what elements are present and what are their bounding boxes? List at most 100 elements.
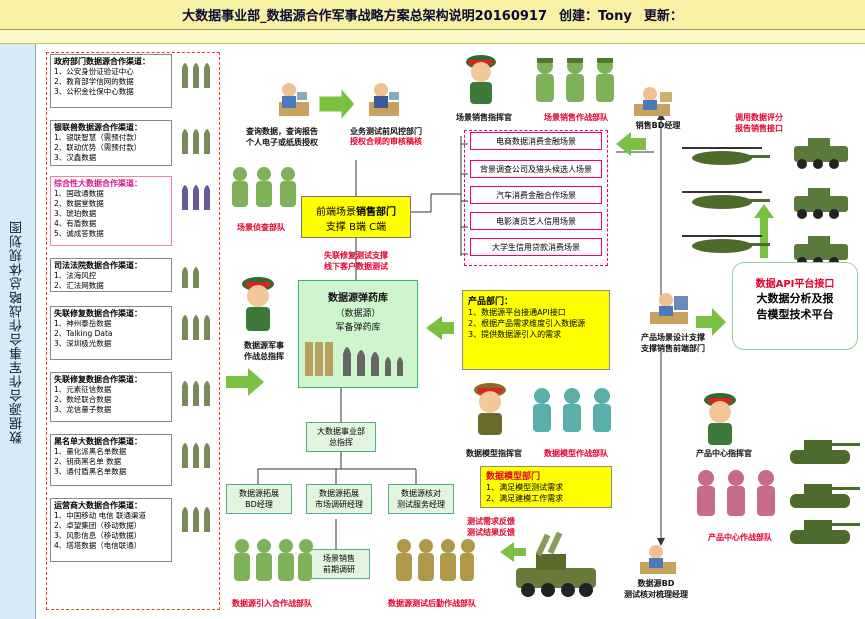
ammo-depot-box: 数据源弹药库 （数据源） 军备弹药库 xyxy=(298,280,418,388)
channel-item: 3、龙信量子数据 xyxy=(54,405,112,414)
model-dept-box: 数据模型部门 1、满足模型测试需求 2、满足建模工作需求 xyxy=(480,466,612,508)
channel-item: 1、神州泰岳数据 xyxy=(54,319,112,328)
expand-market-box: 数据源拓展 市场调研经理 xyxy=(306,484,372,514)
model-dept-title: 数据模型部门 xyxy=(486,472,541,482)
test-feedback-label: 测试需求反馈 测试结果反馈 xyxy=(467,517,515,537)
test-team-icon xyxy=(396,539,475,581)
missile-icon xyxy=(182,443,210,468)
missile-icon xyxy=(182,507,210,532)
scenario-box: 汽车消费金融合作场景 xyxy=(470,186,602,204)
product-center-team-label: 产品中心作战部队 xyxy=(708,533,772,542)
product-center-team-icon xyxy=(697,470,775,516)
product-support-icon xyxy=(650,293,688,324)
channel-item: 3、深圳极光数据 xyxy=(54,339,112,348)
channel-item: 2、Talking Data xyxy=(54,329,113,338)
updated-label: 更新： xyxy=(643,9,683,24)
expand-bd-box: 数据源拓展 BD经理 xyxy=(226,484,292,514)
channel-item: 1、中国移动 电信 联通渠道 xyxy=(54,511,147,520)
header-bar: 大数据事业部_数据源合作军事战略方案总架构说明20160917 创建：Tony … xyxy=(0,0,865,30)
intro-team-icon xyxy=(234,539,313,581)
channel-item: 4、有盾数据 xyxy=(54,219,97,228)
scenario-box: 背景调查公司及猎头候选人场景 xyxy=(470,160,602,178)
call-data-label: 调用数据评分 报告销售接口 xyxy=(735,113,783,133)
channel-item: 2、教育部学信网的数据 xyxy=(54,77,134,86)
missile-launcher-icon xyxy=(516,531,596,597)
scout-team-label: 场景侦查部队 xyxy=(237,223,285,232)
scene-research-box: 场景销售 前期调研 xyxy=(308,549,370,579)
channel-item: 2、数据堂数据 xyxy=(54,199,104,208)
bigdata-hq-box: 大数据事业部 总指挥 xyxy=(306,422,376,452)
main-canvas: 查询数据，查询报告 个人电子或纸质授权 业务测试前风控部门 授权合规的审核稿核 … xyxy=(36,44,865,619)
data-commander-label: 数据源军事 作战总指挥 xyxy=(244,341,284,361)
sales-dept-strong: 销售部门 xyxy=(356,207,396,218)
intro-team-label: 数据源引入合作战部队 xyxy=(232,599,312,608)
model-team-icon xyxy=(533,388,611,432)
missile-icon xyxy=(182,185,210,210)
channel-item: 2、汇法网数据 xyxy=(54,281,104,290)
channel-item: 1、元素征信数据 xyxy=(54,385,112,394)
api-platform-title: 数据API平台接口 xyxy=(755,279,835,290)
channel-item: 3、公积金社保中心数据 xyxy=(54,87,134,96)
query-label: 查询数据，查询报告 个人电子或纸质授权 xyxy=(246,127,318,147)
ammunition-icon xyxy=(305,342,403,376)
channel-item: 1、法海风控 xyxy=(54,271,97,280)
missile-icon xyxy=(182,267,199,288)
bd-verify-manager-icon xyxy=(640,545,676,574)
arrow-right-icon xyxy=(226,368,264,396)
page-title: 大数据事业部_数据源合作军事战略方案总架构说明20160917 xyxy=(182,9,548,24)
sales-commander-icon xyxy=(466,55,496,104)
armored-vehicle-icon xyxy=(794,188,848,219)
channel-item: 1、量化派黑名单数据 xyxy=(54,447,127,456)
tank-icon xyxy=(790,520,860,544)
channel-title: 司法法院数据合作渠道： xyxy=(54,261,142,270)
channel-item: 4、塔塔数据（电信联通） xyxy=(54,541,142,550)
sales-dept-box: 前端场景销售部门 支撑 B端 C端 xyxy=(301,196,411,238)
model-commander-icon xyxy=(474,383,506,435)
missile-icon xyxy=(182,381,210,406)
tank-icon xyxy=(790,484,860,508)
channel-item: 2、卓望集团（移动数据） xyxy=(54,521,142,530)
channel-item: 2、钥商黑名单 数据 xyxy=(54,457,122,466)
channel-item: 5、诚成答数据 xyxy=(54,229,104,238)
ammo-depot-title: 数据源弹药库 xyxy=(328,293,388,304)
api-platform-line2: 大数据分析及报 xyxy=(756,292,834,305)
channel-title: 失联修复数据合作渠道： xyxy=(54,375,142,384)
verify-manager-box: 数据源核对 测试服务经理 xyxy=(388,484,454,514)
sales-team-label: 场景销售作战部队 xyxy=(544,113,608,122)
channel-item: 3、琥珀数据 xyxy=(54,209,97,218)
product-dept-title: 产品部门： xyxy=(468,297,514,307)
product-dept-box: 产品部门： 1、数据源平台接通API接口 2、根据产品需求维度引入数据源 3、提… xyxy=(462,290,610,370)
bd-manager-label: 销售BD经理 xyxy=(635,121,681,130)
sales-team-icon xyxy=(536,58,614,102)
product-support-label: 产品场景设计支撑 支撑销售前端部门 xyxy=(641,333,705,353)
risk-dept-label: 业务测试前风控部门 xyxy=(350,127,422,136)
tank-icon xyxy=(790,440,860,464)
channel-item: 1、公安身份证验证中心 xyxy=(54,67,134,76)
channel-item: 1、国政通数据 xyxy=(54,189,104,198)
sidebar-title: 数据源合作军事合作战略总体规划图 xyxy=(10,219,25,444)
scenario-box: 大学生信用贷款消费场景 xyxy=(470,238,602,256)
missile-icon xyxy=(182,315,210,340)
channel-title: 失联修复数据合作渠道： xyxy=(54,309,142,318)
desk-person-icon xyxy=(369,83,399,116)
channel-title: 政府部门数据源合作渠道： xyxy=(54,57,150,66)
product-dept-item: 2、根据产品需求维度引入数据源 xyxy=(468,319,586,328)
channel-item: 3、风影信息（移动数据） xyxy=(54,531,142,540)
product-dept-item: 1、数据源平台接通API接口 xyxy=(468,308,566,317)
sales-commander-label: 场景销售指挥官 xyxy=(456,113,512,122)
channel-title: 运营商大数据合作渠道： xyxy=(54,501,142,510)
scenario-box: 电商数据消费金融场景 xyxy=(470,132,602,150)
channel-item: 1、银联智慧（需预付款） xyxy=(54,133,142,142)
product-center-commander-label: 产品中心指挥官 xyxy=(696,449,752,458)
tank-group xyxy=(790,440,860,544)
scenarios-frame xyxy=(464,130,608,266)
channel-title: 银联兽数据源合作渠道： xyxy=(54,123,142,132)
channel-box: 银联兽数据源合作渠道：1、银联智慧（需预付款）2、联动优势（需预付款）3、汉鑫数… xyxy=(50,120,172,166)
bd-verify-manager-label: 数据源BD 测试核对梳理经理 xyxy=(624,579,688,599)
armored-vehicle-group xyxy=(794,138,848,267)
arrow-left-icon xyxy=(616,132,646,156)
